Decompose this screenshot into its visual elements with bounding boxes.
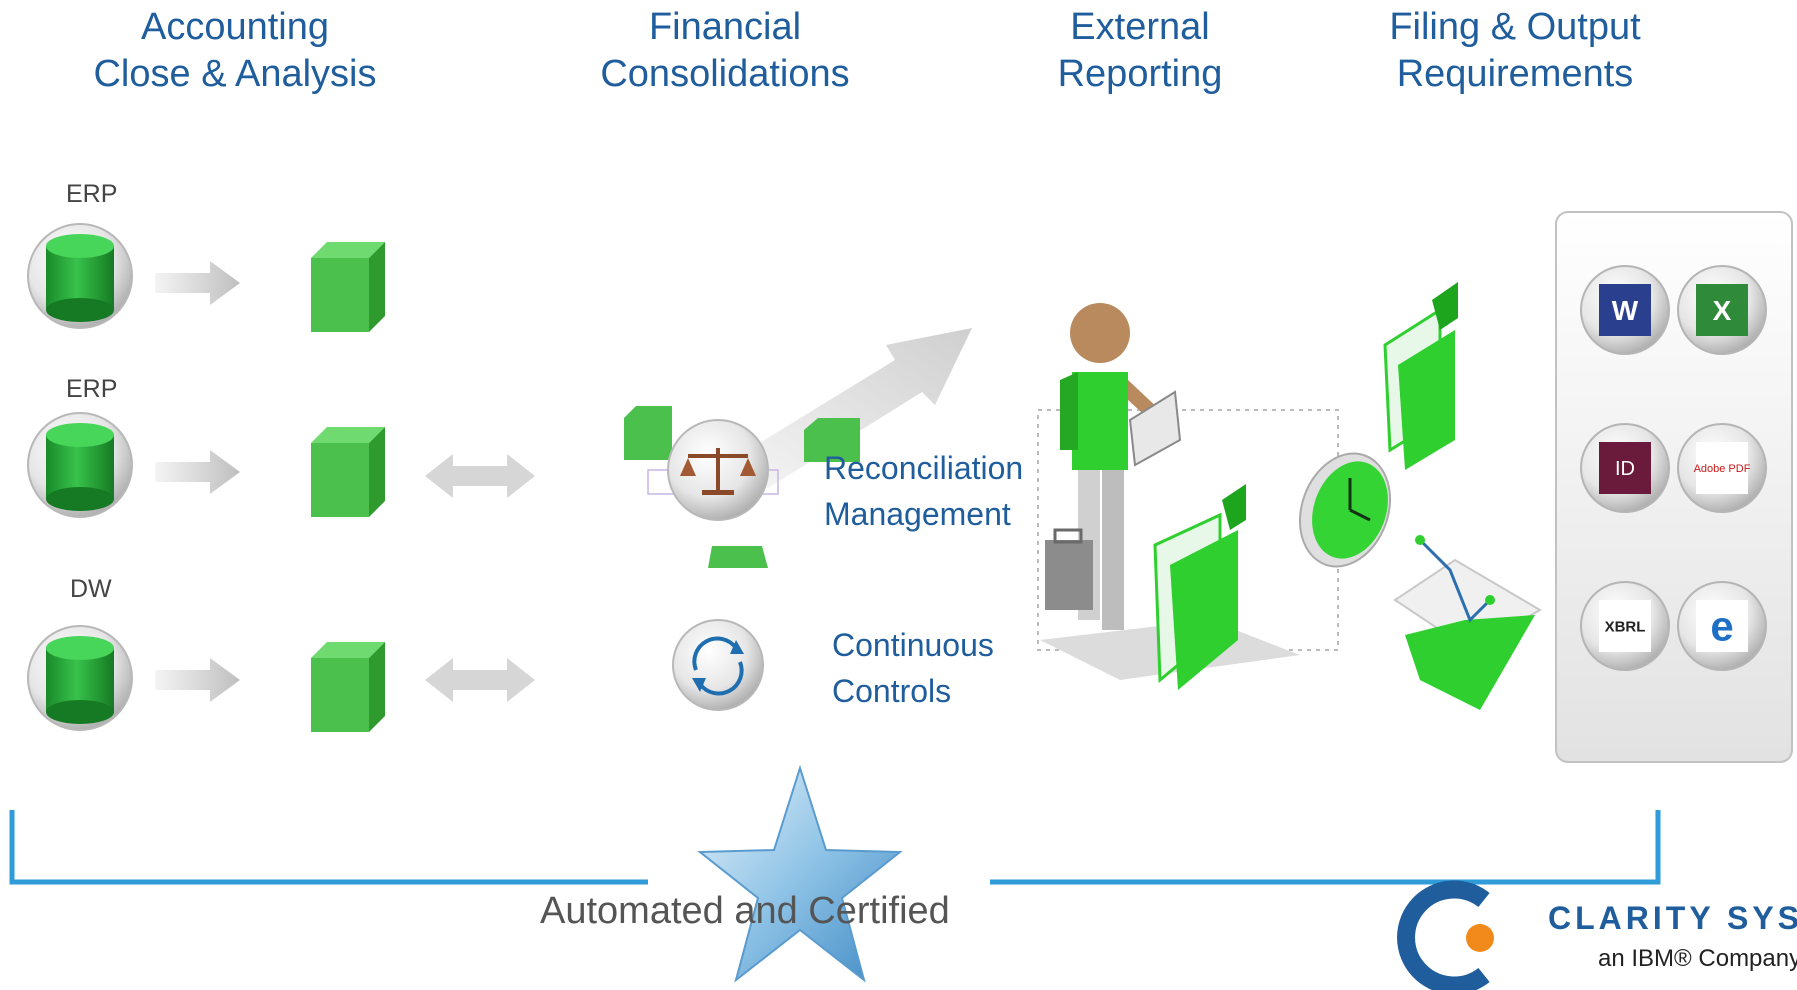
caption-reconciliation: Reconciliation Management bbox=[824, 445, 1023, 537]
logo-brand: CLARITY SYSTEMS bbox=[1548, 900, 1797, 936]
folder-icons bbox=[1153, 282, 1542, 710]
erp-database-1 bbox=[27, 223, 133, 329]
header-reporting: External Reporting bbox=[1020, 4, 1260, 98]
header-consolidations-line2: Consolidations bbox=[600, 53, 850, 95]
erp-database-2 bbox=[27, 412, 133, 518]
star-icon bbox=[697, 764, 903, 983]
data-cube-3 bbox=[311, 642, 385, 732]
header-reporting-line2: Reporting bbox=[1057, 53, 1223, 95]
indesign-icon: ID bbox=[1580, 423, 1670, 513]
header-consolidations: Financial Consolidations bbox=[550, 4, 900, 98]
logo-sub: an IBM® Company bbox=[1598, 945, 1797, 972]
ie-icon: e bbox=[1677, 581, 1767, 671]
data-cube-1 bbox=[311, 242, 385, 332]
arrow-right-2 bbox=[155, 450, 240, 494]
data-cube-2 bbox=[311, 427, 385, 517]
excel-icon: X bbox=[1677, 265, 1767, 355]
word-icon: W bbox=[1580, 265, 1670, 355]
xbrl-icon: XBRL bbox=[1580, 581, 1670, 671]
excel-icon-label: X bbox=[1713, 295, 1732, 326]
reconciliation-cubes bbox=[624, 406, 860, 568]
scales-icon bbox=[667, 419, 769, 521]
caption-controls-line2: Controls bbox=[832, 673, 952, 709]
indesign-icon-label: ID bbox=[1615, 458, 1635, 480]
header-accounting: Accounting Close & Analysis bbox=[40, 4, 430, 98]
header-filing-line1: Filing & Output bbox=[1389, 6, 1641, 48]
bracket-right bbox=[990, 810, 1661, 885]
clarity-logo-icon bbox=[1397, 880, 1494, 990]
refresh-icon bbox=[672, 619, 764, 711]
xbrl-icon-label: XBRL bbox=[1605, 618, 1646, 635]
output-icons: W X ID Adobe PDF XBRL e bbox=[1580, 265, 1767, 671]
header-reporting-line1: External bbox=[1070, 6, 1210, 48]
arrow-right-3 bbox=[155, 658, 240, 702]
dw-database bbox=[27, 625, 133, 731]
header-accounting-line2: Close & Analysis bbox=[93, 53, 377, 95]
caption-reconciliation-line2: Management bbox=[824, 496, 1011, 532]
clock-icon bbox=[1298, 452, 1392, 568]
clarity-logo: CLARITY SYSTEMS an IBM® Company bbox=[1548, 900, 1797, 973]
caption-reconciliation-line1: Reconciliation bbox=[824, 450, 1024, 486]
header-filing-line2: Requirements bbox=[1396, 53, 1634, 95]
source-label-dw: DW bbox=[70, 575, 112, 603]
source-label-erp-1: ERP bbox=[66, 180, 118, 208]
arrow-bidirectional-1 bbox=[425, 454, 535, 498]
header-consolidations-line1: Financial bbox=[648, 6, 802, 48]
header-filing: Filing & Output Requirements bbox=[1330, 4, 1700, 98]
ie-icon-label: e bbox=[1710, 603, 1733, 650]
caption-controls-line1: Continuous bbox=[832, 627, 994, 663]
bracket-left bbox=[9, 810, 648, 885]
pdf-icon-label: Adobe PDF bbox=[1694, 463, 1751, 475]
caption-controls: Continuous Controls bbox=[832, 622, 994, 714]
arrow-right-1 bbox=[155, 261, 240, 305]
pdf-icon: Adobe PDF bbox=[1677, 423, 1767, 513]
word-icon-label: W bbox=[1612, 295, 1639, 326]
source-label-erp-2: ERP bbox=[66, 375, 118, 403]
big-diagonal-arrow bbox=[740, 328, 972, 488]
footer-caption: Automated and Certified bbox=[540, 890, 950, 932]
header-accounting-line1: Accounting bbox=[140, 6, 329, 48]
arrow-bidirectional-2 bbox=[425, 658, 535, 702]
